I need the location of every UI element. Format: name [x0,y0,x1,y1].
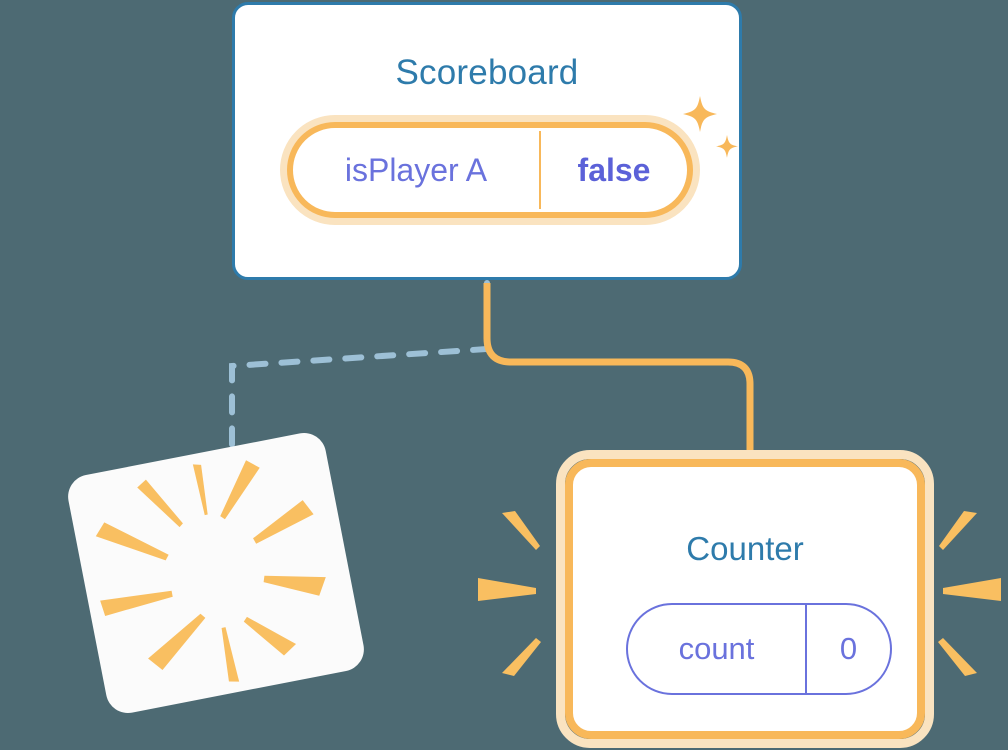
burst-rays-left-icon [478,511,541,676]
scoreboard-title: Scoreboard [395,53,579,92]
counter-state-pill[interactable]: count 0 [626,603,892,695]
connector-scoreboard-to-counter [483,283,754,458]
counter-pill-divider [805,605,807,693]
burst-rays-radial-icon [95,460,326,682]
pill-divider [539,131,541,209]
sparkle-small-icon [716,135,738,158]
blank-card[interactable] [64,429,368,717]
pill-highlight-glow [280,115,700,225]
sparkle-group [683,96,738,158]
burst-rays-right-icon [938,511,1001,676]
counter-title: Counter [686,530,804,567]
pill-highlight-ring: isPlayer A false [287,122,693,218]
scoreboard-pill-key: isPlayer A [344,151,488,188]
counter-card-inner: Counter count 0 [565,459,925,739]
sparkle-large-icon [683,96,717,132]
scoreboard-card[interactable]: Scoreboard isPlayer A false [232,2,742,280]
scoreboard-pill-value: false [577,151,651,188]
counter-card[interactable]: Counter count 0 [556,450,934,748]
scoreboard-state-pill[interactable]: isPlayer A false [280,115,700,225]
counter-pill-value: 0 [839,631,858,666]
counter-pill-key: count [678,631,755,666]
